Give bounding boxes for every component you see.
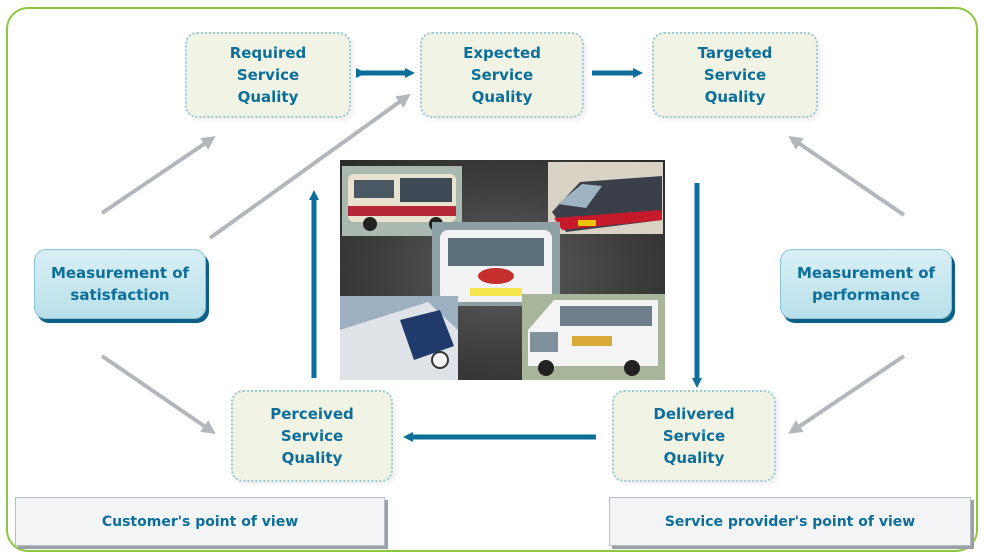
white-minibus-image [522, 294, 665, 380]
perceived-service-quality-label: Perceived Service Quality [270, 405, 354, 467]
measurement-of-performance-label: Measurement of performance [796, 264, 936, 304]
provider-point-of-view-box: Service provider's point of view [609, 497, 971, 546]
arrow-performance-delivered [788, 354, 906, 434]
targeted-service-quality-label: Targeted Service Quality [697, 44, 773, 106]
arrow-satisfaction-expected [208, 93, 411, 240]
arrow-satisfaction-required [100, 136, 216, 215]
required-service-quality-label: Required Service Quality [229, 44, 307, 106]
provider-point-of-view-label: Service provider's point of view [664, 513, 916, 530]
vehicles-photo-collage [340, 160, 665, 380]
measurement-of-performance-box: Measurement of performance [780, 249, 952, 319]
measurement-of-satisfaction-label: Measurement of satisfaction [50, 264, 190, 304]
customer-point-of-view-box: Customer's point of view [15, 497, 385, 546]
required-service-quality-box: Required Service Quality [185, 32, 351, 118]
perceived-service-quality-box: Perceived Service Quality [231, 390, 393, 482]
arrow-satisfaction-perceived [100, 354, 216, 434]
train-image [548, 162, 663, 234]
customer-point-of-view-label: Customer's point of view [101, 513, 299, 530]
commuter-train-image [340, 296, 458, 380]
expected-service-quality-box: Expected Service Quality [420, 32, 584, 118]
vehicles-illustration [340, 162, 665, 380]
delivered-service-quality-box: Delivered Service Quality [612, 390, 776, 482]
expected-service-quality-label: Expected Service Quality [463, 44, 541, 106]
minibus-image [432, 222, 560, 306]
measurement-of-satisfaction-box: Measurement of satisfaction [34, 249, 206, 319]
diagram-frame [6, 7, 978, 552]
delivered-service-quality-label: Delivered Service Quality [653, 405, 735, 467]
arrow-performance-targeted [788, 136, 906, 217]
targeted-service-quality-box: Targeted Service Quality [652, 32, 818, 118]
